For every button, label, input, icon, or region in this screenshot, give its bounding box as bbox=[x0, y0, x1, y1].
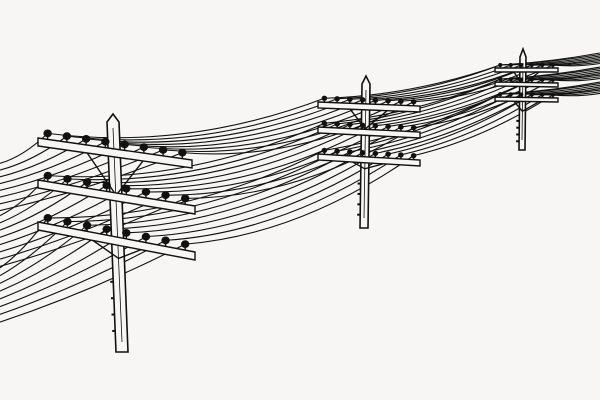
crossarm bbox=[37, 137, 193, 169]
insulator bbox=[81, 134, 91, 143]
insulator bbox=[398, 152, 404, 158]
insulator bbox=[550, 77, 555, 82]
insulator bbox=[410, 99, 417, 105]
insulator bbox=[498, 92, 503, 97]
insulator bbox=[120, 140, 129, 149]
insulator bbox=[550, 92, 555, 97]
insulator bbox=[498, 63, 503, 67]
insulator bbox=[180, 194, 190, 203]
pole bbox=[494, 46, 559, 151]
insulator bbox=[347, 149, 353, 155]
insulator bbox=[180, 240, 190, 249]
insulator bbox=[334, 121, 340, 127]
crossarm bbox=[317, 153, 421, 167]
crossarm bbox=[494, 67, 559, 73]
insulator bbox=[63, 174, 72, 183]
insulator bbox=[359, 97, 366, 103]
crossarm bbox=[317, 101, 421, 113]
poles bbox=[37, 46, 559, 353]
crossarm bbox=[37, 221, 196, 261]
insulator bbox=[122, 228, 131, 237]
crossarm bbox=[494, 81, 559, 88]
insulator bbox=[347, 96, 353, 102]
insulator bbox=[508, 63, 513, 67]
insulator bbox=[139, 143, 149, 152]
insulator bbox=[62, 132, 72, 141]
insulator bbox=[102, 181, 111, 190]
insulator bbox=[372, 123, 379, 129]
crossarm bbox=[494, 96, 559, 103]
insulator bbox=[321, 120, 328, 126]
insulator bbox=[158, 145, 168, 154]
insulator bbox=[122, 184, 131, 193]
insulator bbox=[410, 125, 417, 131]
insulator bbox=[161, 236, 170, 245]
insulator bbox=[519, 92, 524, 97]
insulator bbox=[347, 121, 353, 128]
insulator bbox=[519, 63, 524, 67]
insulator bbox=[540, 63, 545, 67]
pole bbox=[317, 74, 421, 229]
insulator bbox=[141, 232, 151, 241]
insulator bbox=[334, 96, 340, 102]
insulator bbox=[385, 123, 391, 130]
insulator bbox=[398, 124, 404, 130]
insulator bbox=[398, 98, 404, 104]
insulator bbox=[141, 187, 151, 196]
insulator bbox=[410, 153, 417, 159]
insulator bbox=[508, 77, 513, 82]
crossarm bbox=[37, 179, 196, 215]
insulator bbox=[540, 92, 545, 97]
pole bbox=[37, 112, 196, 353]
insulator bbox=[43, 129, 52, 138]
insulator bbox=[508, 92, 513, 97]
crossarm bbox=[317, 126, 421, 139]
insulator bbox=[102, 225, 111, 234]
insulator bbox=[43, 171, 53, 180]
insulator bbox=[529, 77, 534, 82]
pole-grain bbox=[112, 127, 123, 343]
insulator bbox=[43, 213, 53, 222]
insulator bbox=[82, 221, 92, 230]
insulator bbox=[359, 122, 366, 128]
insulator bbox=[372, 150, 379, 156]
insulator bbox=[540, 77, 545, 82]
insulator bbox=[334, 148, 340, 154]
insulator bbox=[519, 77, 524, 82]
insulator bbox=[529, 63, 534, 67]
insulator bbox=[161, 191, 170, 200]
insulator bbox=[178, 148, 187, 157]
insulator bbox=[359, 150, 366, 156]
insulator bbox=[372, 97, 379, 103]
insulator bbox=[529, 92, 534, 97]
insulator bbox=[321, 95, 328, 101]
insulator bbox=[63, 217, 72, 226]
insulator bbox=[498, 77, 503, 82]
insulator bbox=[321, 147, 328, 153]
insulator bbox=[385, 98, 391, 104]
insulator bbox=[82, 178, 92, 187]
insulator bbox=[101, 137, 110, 146]
insulator bbox=[550, 63, 555, 67]
insulator bbox=[385, 151, 391, 157]
crossarm-brace bbox=[84, 234, 149, 260]
crossarm-brace bbox=[513, 100, 540, 113]
